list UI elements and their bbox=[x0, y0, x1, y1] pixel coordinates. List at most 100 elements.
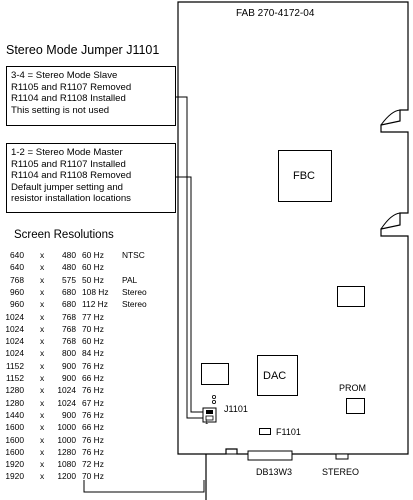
resolution-rate: 66 Hz bbox=[82, 373, 104, 383]
db13w3-connector bbox=[247, 450, 293, 461]
resolution-rate: 84 Hz bbox=[82, 348, 104, 359]
resolution-rate: 67 Hz bbox=[82, 397, 104, 408]
resolution-note: Stereo bbox=[122, 286, 147, 297]
resolution-rate: 72 Hz bbox=[82, 459, 104, 470]
resolution-rate: 76 Hz bbox=[82, 360, 104, 371]
resolution-width: 960 bbox=[10, 299, 24, 310]
resolution-rate: 60 Hz bbox=[82, 336, 104, 347]
resolution-row: 1152 x 900 66 Hz bbox=[0, 373, 200, 383]
slave-line: R1104 and R1108 Installed bbox=[11, 93, 126, 105]
resolution-height: 800 bbox=[62, 348, 76, 359]
chip-upper-right bbox=[337, 286, 365, 307]
resolution-height: 1080 bbox=[57, 459, 76, 470]
resolution-rate: 77 Hz bbox=[82, 311, 104, 322]
chip-left bbox=[201, 363, 229, 385]
master-line: R1104 and R1108 Removed bbox=[11, 170, 132, 182]
resolution-x: x bbox=[40, 348, 45, 359]
screen-resolutions-title: Screen Resolutions bbox=[14, 229, 114, 241]
resolution-width: 1152 bbox=[5, 360, 24, 371]
leader-line-master bbox=[176, 176, 204, 413]
resolution-x: x bbox=[40, 397, 45, 408]
resolution-rate: 76 Hz bbox=[82, 434, 104, 445]
resolution-x: x bbox=[40, 422, 45, 433]
jumper-label: J1101 bbox=[224, 404, 248, 414]
resolution-rate: 108 Hz bbox=[82, 286, 109, 297]
resolution-width: 768 bbox=[10, 274, 24, 285]
resolution-x: x bbox=[40, 323, 45, 334]
slave-line: R1105 and R1107 Removed bbox=[11, 81, 132, 93]
resolution-height: 900 bbox=[62, 373, 76, 383]
resolution-rate: 70 Hz bbox=[82, 323, 104, 334]
resolution-rate: 66 Hz bbox=[82, 422, 104, 433]
fuse-f1101 bbox=[259, 428, 271, 435]
resolution-width: 640 bbox=[10, 250, 24, 260]
resolution-note: Stereo bbox=[122, 299, 147, 310]
master-line: 1-2 = Stereo Mode Master bbox=[11, 147, 123, 158]
resolution-row: 1024 x 768 70 Hz bbox=[0, 324, 200, 334]
stereo-mode-title: Stereo Mode Jumper J1101 bbox=[6, 43, 160, 57]
resolution-row: 1152 x 900 76 Hz bbox=[0, 361, 200, 371]
connector-label: DB13W3 bbox=[256, 467, 293, 477]
resolution-x: x bbox=[40, 299, 45, 310]
resolution-width: 1024 bbox=[5, 348, 24, 359]
resolution-height: 768 bbox=[62, 336, 76, 347]
resolution-height: 1200 bbox=[57, 471, 76, 482]
resolution-width: 1440 bbox=[5, 409, 24, 420]
board-outline bbox=[177, 1, 409, 455]
leader-line-slave bbox=[176, 96, 204, 419]
resolution-width: 1152 bbox=[5, 373, 24, 383]
stereo-connector bbox=[335, 453, 349, 460]
resolution-x: x bbox=[40, 373, 45, 383]
master-line: resistor installation locations bbox=[11, 193, 131, 205]
resolution-height: 768 bbox=[62, 323, 76, 334]
resolution-note: NTSC bbox=[122, 250, 145, 260]
slave-line: This setting is not used bbox=[11, 104, 110, 116]
resolution-rate: 60 Hz bbox=[82, 262, 104, 273]
fbc-label: FBC bbox=[293, 170, 315, 182]
resolution-x: x bbox=[40, 311, 45, 322]
resolution-x: x bbox=[40, 250, 45, 260]
resolution-height: 1000 bbox=[57, 434, 76, 445]
fbc-chip bbox=[278, 150, 332, 202]
master-line: Default jumper setting and bbox=[11, 181, 123, 193]
stereo-label: STEREO bbox=[322, 467, 360, 477]
resolution-height: 680 bbox=[62, 286, 76, 297]
resolution-width: 640 bbox=[10, 262, 24, 273]
resolution-rate: 76 Hz bbox=[82, 409, 104, 420]
resolution-height: 1000 bbox=[57, 422, 76, 433]
resolution-rate: 50 Hz bbox=[82, 274, 104, 285]
resolution-width: 1600 bbox=[5, 446, 24, 457]
resolution-width: 1024 bbox=[5, 323, 24, 334]
resolution-x: x bbox=[40, 336, 45, 347]
resolution-x: x bbox=[40, 471, 45, 482]
dac-chip bbox=[257, 355, 298, 396]
resolution-height: 900 bbox=[62, 360, 76, 371]
resolution-bracket bbox=[83, 480, 205, 493]
resolution-width: 1024 bbox=[5, 311, 24, 322]
dac-label: DAC bbox=[263, 370, 287, 382]
prom-chip bbox=[346, 398, 365, 414]
resolution-width: 1280 bbox=[5, 385, 24, 396]
stereo-slave-box: 3-4 = Stereo Mode Slave R1105 and R1107 … bbox=[6, 66, 176, 126]
fab-label: FAB 270-4172-04 bbox=[236, 8, 315, 19]
resolution-height: 575 bbox=[62, 274, 76, 285]
resolution-rate: 60 Hz bbox=[82, 250, 104, 260]
stereo-master-box: 1-2 = Stereo Mode Master R1105 and R1107… bbox=[6, 143, 176, 213]
resolution-x: x bbox=[40, 459, 45, 470]
resolution-height: 1024 bbox=[57, 385, 76, 396]
resolution-height: 1280 bbox=[57, 446, 76, 457]
master-line: R1105 and R1107 Installed bbox=[11, 158, 126, 170]
resolution-height: 1024 bbox=[57, 397, 76, 408]
resolution-x: x bbox=[40, 360, 45, 371]
